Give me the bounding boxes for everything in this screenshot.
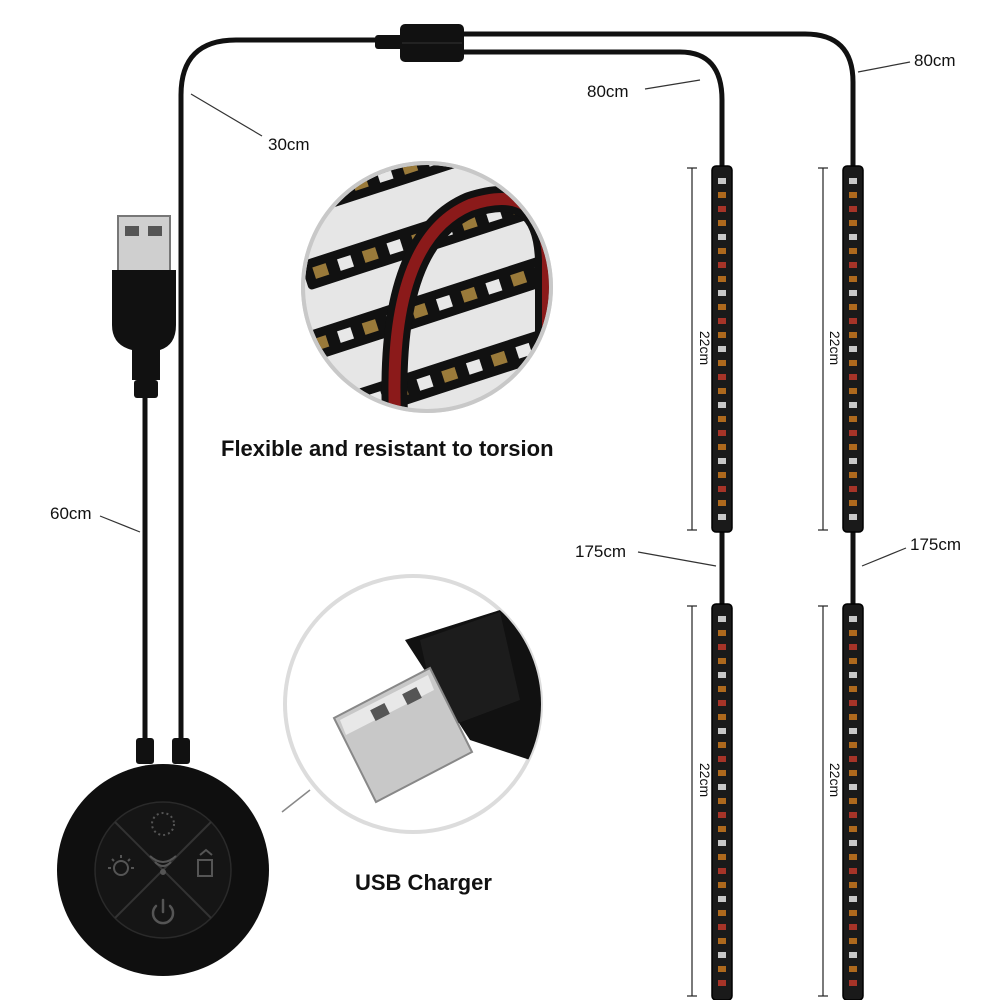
led-strip-left-bottom (711, 603, 733, 1000)
label-cable-30: 30cm (268, 135, 310, 154)
label-branch-left: 80cm (587, 82, 629, 101)
cable-30cm (178, 37, 383, 743)
caption-usb-charger: USB Charger (355, 870, 492, 895)
led-strip-left-top (711, 165, 733, 533)
dots-ring-icon (151, 812, 175, 836)
label-strip-right-bottom: 22cm (827, 763, 843, 797)
label-strip-left-top: 22cm (697, 331, 713, 365)
label-total-right: 175cm (910, 535, 961, 554)
label-cable-60: 60cm (50, 504, 92, 523)
mode-icon (197, 848, 213, 877)
sensor-icon (149, 855, 177, 875)
cables (142, 31, 856, 743)
zoom-usb-charger (281, 574, 543, 834)
led-strips (711, 165, 864, 1000)
cable-branch-right (459, 31, 856, 171)
label-strip-left-bottom: 22cm (697, 763, 713, 797)
zoom-flexible-strip (301, 161, 553, 413)
sun-icon (108, 855, 134, 876)
led-strip-right-bottom (842, 603, 864, 1000)
leader-lines (99, 61, 911, 567)
usb-plug-icon (112, 215, 176, 398)
led-strip-right-top (842, 165, 864, 533)
cable-branch-left (459, 49, 725, 171)
label-total-left: 175cm (575, 542, 626, 561)
caption-flexible: Flexible and resistant to torsion (221, 436, 554, 461)
label-strip-right-top: 22cm (827, 331, 843, 365)
label-branch-right: 80cm (914, 51, 956, 70)
dimension-lines (687, 167, 828, 997)
power-icon (151, 898, 175, 925)
splitter-connector (375, 24, 464, 62)
controller-pod-icon (57, 738, 269, 976)
